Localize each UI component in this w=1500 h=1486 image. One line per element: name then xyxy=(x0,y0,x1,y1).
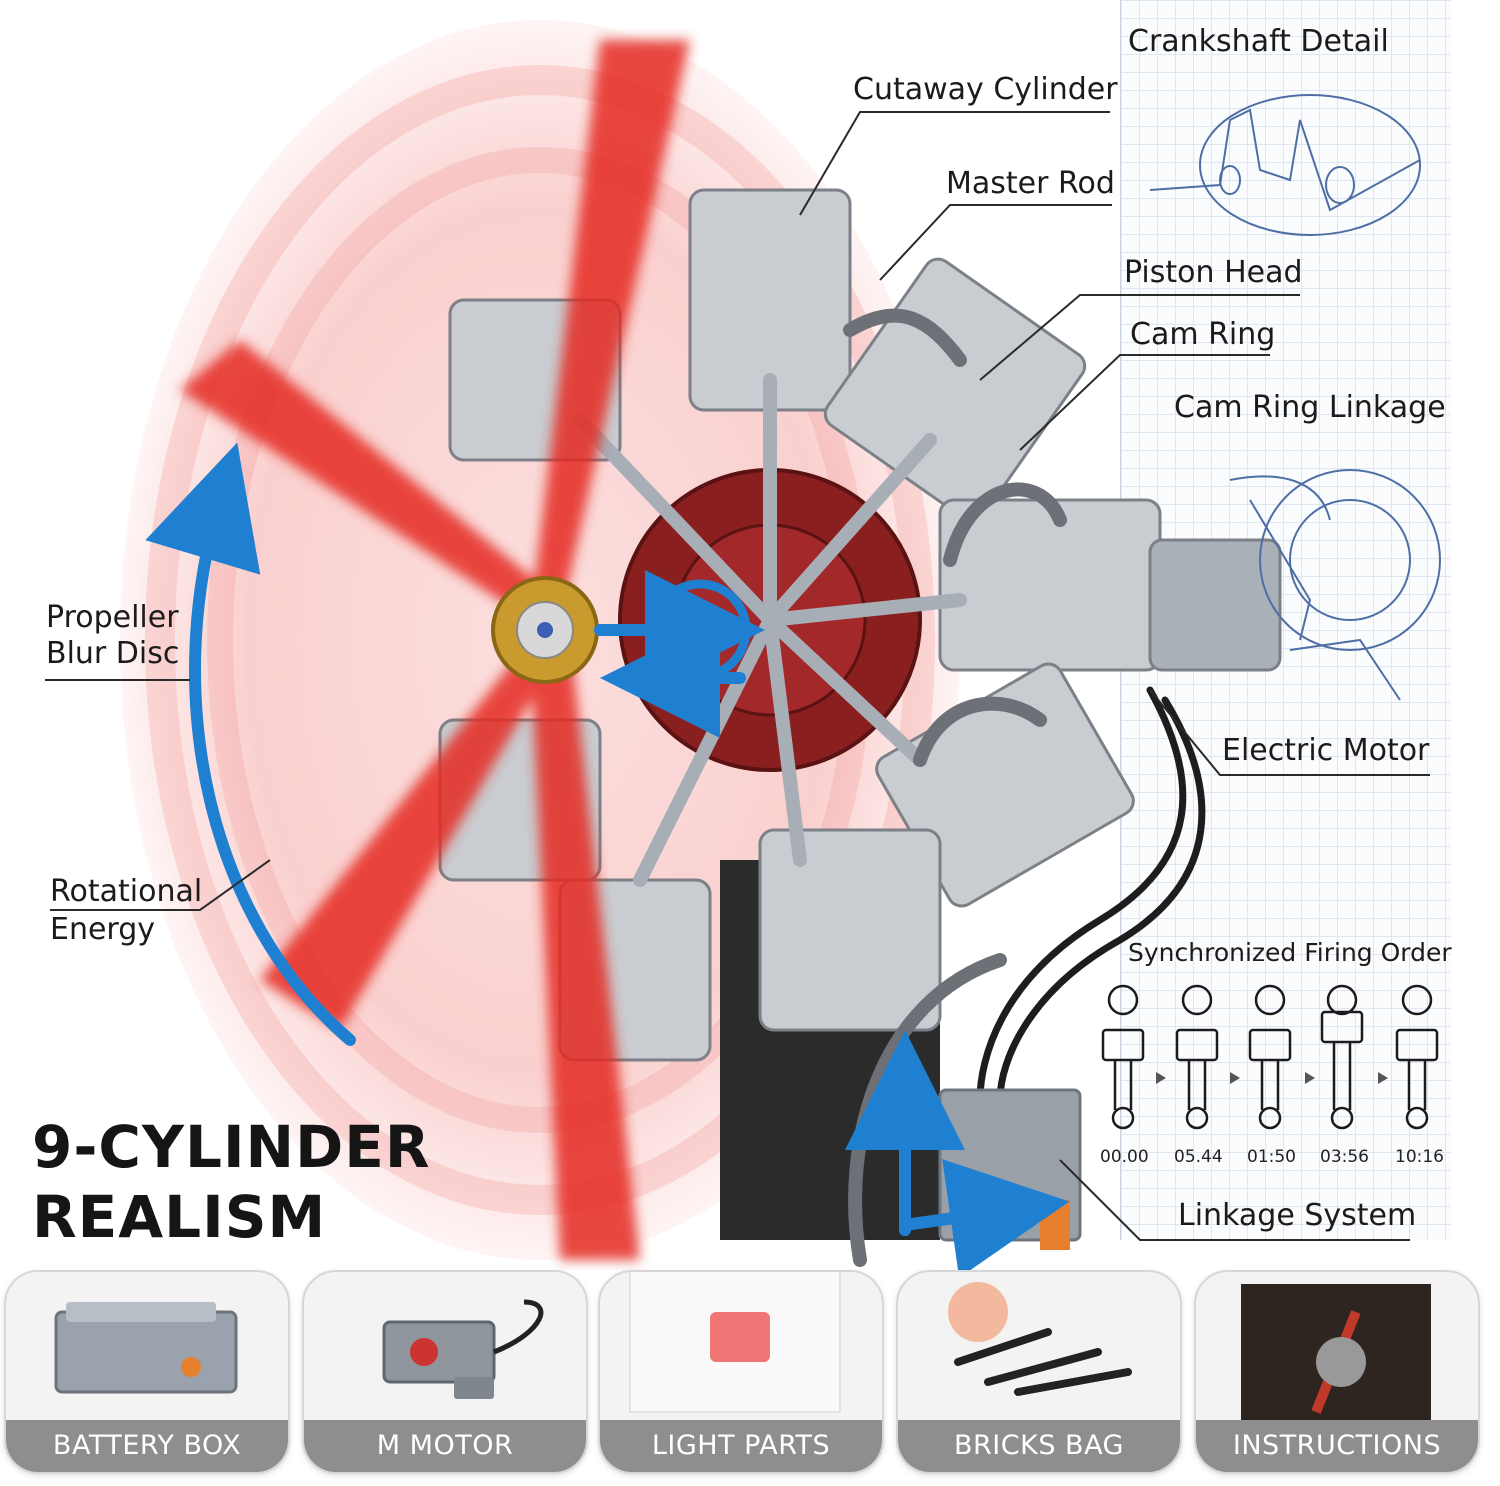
callout-cam-ring: Cam Ring xyxy=(1130,317,1276,352)
callout-linkage-system: Linkage System xyxy=(1178,1198,1417,1233)
piston-4 xyxy=(1320,984,1364,1130)
callout-piston-head: Piston Head xyxy=(1124,255,1303,290)
cam-ring-linkage-sketch xyxy=(1229,469,1441,701)
callout-rotational-line2: Energy xyxy=(50,912,156,947)
headline-line2: REALISM xyxy=(32,1183,327,1251)
tile-instructions[interactable]: INSTRUCTIONS xyxy=(1194,1270,1480,1474)
firing-order-title: Synchronized Firing Order xyxy=(1128,938,1452,967)
callout-master-rod: Master Rod xyxy=(946,166,1115,201)
callout-propeller-line2: Blur Disc xyxy=(46,636,180,671)
callout-rotational-line1: Rotational xyxy=(50,874,203,909)
instructions-booklet-icon xyxy=(1241,1284,1431,1420)
firing-time-2: 05.44 xyxy=(1174,1147,1223,1167)
crankshaft-sketch xyxy=(1149,94,1421,236)
firing-order-arrows xyxy=(1156,1072,1388,1084)
firing-order-diagram xyxy=(1101,984,1439,1130)
tile-caption: BATTERY BOX xyxy=(6,1420,288,1472)
firing-time-5: 10:16 xyxy=(1395,1147,1444,1167)
battery-box-icon xyxy=(54,1302,238,1394)
engine-cylinders xyxy=(438,188,1282,1062)
light-parts-icon xyxy=(629,1272,841,1413)
propeller-blades xyxy=(180,40,690,1260)
tile-caption: LIGHT PARTS xyxy=(600,1420,882,1472)
tile-bricks-bag[interactable]: BRICKS BAG xyxy=(896,1270,1182,1474)
tile-caption: INSTRUCTIONS xyxy=(1196,1420,1478,1472)
firing-time-1: 00.00 xyxy=(1100,1147,1149,1167)
piston-3 xyxy=(1248,984,1292,1130)
callout-propeller-line1: Propeller xyxy=(46,600,179,635)
tile-light-parts[interactable]: LIGHT PARTS xyxy=(598,1270,884,1474)
flow-arrows xyxy=(145,442,1070,1270)
motor-icon xyxy=(382,1299,544,1399)
firing-time-4: 03:56 xyxy=(1320,1147,1369,1167)
piston-1 xyxy=(1101,984,1145,1130)
headline: 9-CYLINDER REALISM xyxy=(32,1112,431,1252)
component-tiles: BATTERY BOX M MOTOR LIGHT PARTS BRICKS B… xyxy=(0,1270,1500,1486)
tile-battery-box[interactable]: BATTERY BOX xyxy=(4,1270,290,1474)
tile-m-motor[interactable]: M MOTOR xyxy=(302,1270,588,1474)
callout-cutaway-cylinder: Cutaway Cylinder xyxy=(853,72,1118,107)
callout-electric-motor: Electric Motor xyxy=(1222,733,1430,768)
piston-2 xyxy=(1175,984,1219,1130)
callout-cam-ring-linkage: Cam Ring Linkage xyxy=(1174,390,1446,425)
firing-time-3: 01:50 xyxy=(1247,1147,1296,1167)
tile-caption: BRICKS BAG xyxy=(898,1420,1180,1472)
engine-illustration xyxy=(45,20,1441,1270)
cables xyxy=(976,686,1206,1104)
bricks-bag-icon xyxy=(948,1282,1132,1396)
leader-lines xyxy=(45,111,1430,1241)
headline-line1: 9-CYLINDER xyxy=(32,1113,431,1181)
tile-caption: M MOTOR xyxy=(304,1420,586,1472)
callout-crankshaft-detail: Crankshaft Detail xyxy=(1128,24,1389,59)
piston-5 xyxy=(1395,984,1439,1130)
